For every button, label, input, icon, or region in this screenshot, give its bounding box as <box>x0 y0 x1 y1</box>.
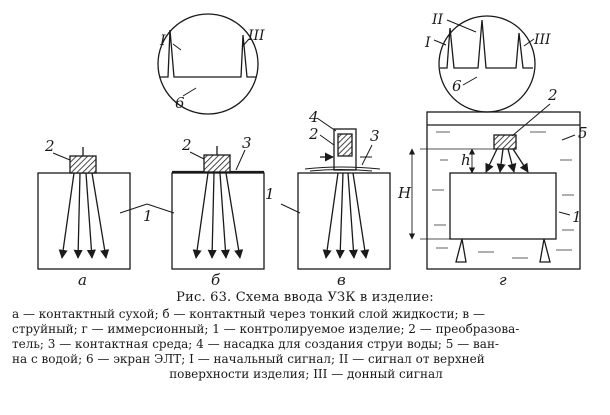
scheme-b <box>171 146 265 270</box>
label-II-g: II <box>431 12 444 28</box>
label-2-a: 2 <box>44 137 55 155</box>
crt-screen-ab <box>157 13 259 115</box>
crt-screen-g <box>433 15 536 113</box>
label-3-b: 3 <box>242 134 252 152</box>
label-I-ab: I <box>159 33 166 49</box>
label-2-v: 2 <box>308 125 319 143</box>
label-2-b: 2 <box>181 136 192 154</box>
caption-line: а — контактный сухой; б — контактный чер… <box>12 307 485 321</box>
transducer-b <box>203 154 231 173</box>
ultrasonic-input-schemes-figure: 2 2 3 1 1 4 2 3 2 5 1 H h 6 6 I III I II… <box>37 12 588 289</box>
label-h: h <box>461 151 471 169</box>
label-3-v: 3 <box>370 127 380 145</box>
sublabel-a: а <box>78 271 87 289</box>
label-5-g: 5 <box>578 124 588 142</box>
jet-nozzle <box>333 128 357 171</box>
sublabel-v: в <box>337 271 346 289</box>
scheme-g <box>408 103 581 270</box>
sublabel-g: г <box>499 271 507 289</box>
label-I-g: I <box>424 35 431 51</box>
label-2-g: 2 <box>547 86 558 104</box>
caption-line: тель; 3 — контактная среда; 4 — насадка … <box>12 337 499 351</box>
label-1-g: 1 <box>572 208 582 226</box>
figure-caption-title: Рис. 63. Схема ввода УЗК в изделие: <box>176 290 434 305</box>
label-H: H <box>397 184 412 202</box>
figure-caption-body: а — контактный сухой; б — контактный чер… <box>12 307 600 382</box>
label-III-ab: III <box>247 28 265 44</box>
scheme-v <box>297 117 391 270</box>
transducer-g <box>493 134 517 150</box>
test-object-a <box>37 172 131 270</box>
label-6-g: 6 <box>452 77 462 95</box>
label-1-v: 1 <box>265 185 275 203</box>
caption-line: струйный; г — иммерсионный; 1 — контроли… <box>12 322 520 336</box>
sublabel-b: б <box>211 271 221 289</box>
test-object-v <box>297 172 391 270</box>
transducer-v <box>337 133 353 157</box>
label-III-g: III <box>533 32 551 48</box>
caption-line: на с водой; 6 — экран ЭЛТ; I — начальный… <box>12 352 485 366</box>
label-4-v: 4 <box>308 108 319 126</box>
label-6-ab: 6 <box>175 94 185 112</box>
transducer-a <box>69 155 97 174</box>
caption-line: поверхности изделия; III — донный сигнал <box>169 367 443 381</box>
test-object-g <box>449 172 557 240</box>
water-tank <box>426 111 581 270</box>
scheme-a <box>37 147 131 270</box>
test-object-b <box>171 172 265 270</box>
label-1-ab: 1 <box>143 207 153 225</box>
